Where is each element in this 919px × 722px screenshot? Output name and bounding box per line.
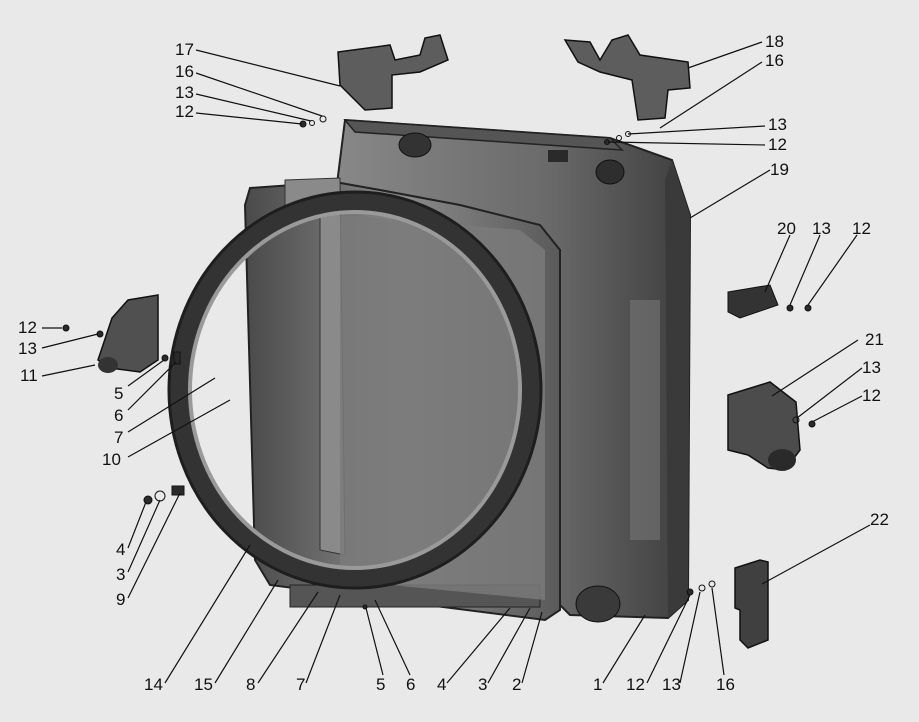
callout-6: 6 <box>114 406 123 425</box>
radiator-core <box>333 118 692 623</box>
callout-12: 12 <box>175 102 194 121</box>
callout-4: 4 <box>437 675 446 694</box>
fan-ring <box>167 190 543 590</box>
callout-13: 13 <box>175 83 194 102</box>
callout-13: 13 <box>662 675 681 694</box>
callout-13: 13 <box>812 219 831 238</box>
callout-10: 10 <box>102 450 121 469</box>
callout-3: 3 <box>116 565 125 584</box>
upper-tank-neck-right <box>595 159 625 185</box>
callout-12: 12 <box>626 675 645 694</box>
part-20 <box>727 284 779 319</box>
bracket-21 <box>727 381 801 471</box>
callout-18: 18 <box>765 32 784 51</box>
lower-outlet-pipe <box>575 585 621 623</box>
callout-13: 13 <box>18 339 37 358</box>
callout-16: 16 <box>765 51 784 70</box>
callout-20: 20 <box>777 219 796 238</box>
callout-12: 12 <box>18 318 37 337</box>
bracket-18 <box>563 34 691 121</box>
upper-tank-neck-left <box>398 132 432 158</box>
callout-17: 17 <box>175 40 194 59</box>
callout-labels: 17 16 13 12 18 16 13 12 19 20 13 12 12 1… <box>18 32 889 694</box>
callout-8: 8 <box>246 675 255 694</box>
callout-9: 9 <box>116 590 125 609</box>
callout-5: 5 <box>114 384 123 403</box>
callout-12: 12 <box>768 135 787 154</box>
callout-13: 13 <box>862 358 881 377</box>
callout-1: 1 <box>593 675 602 694</box>
callout-12: 12 <box>862 386 881 405</box>
callout-3: 3 <box>478 675 487 694</box>
callout-21: 21 <box>865 330 884 349</box>
callout-13: 13 <box>768 115 787 134</box>
callout-19: 19 <box>770 160 789 179</box>
callout-7: 7 <box>296 675 305 694</box>
callout-22: 22 <box>870 510 889 529</box>
callout-2: 2 <box>512 675 521 694</box>
bracket-17 <box>337 34 449 111</box>
callout-6: 6 <box>406 675 415 694</box>
callout-12: 12 <box>852 219 871 238</box>
callout-7: 7 <box>114 428 123 447</box>
callout-16: 16 <box>175 62 194 81</box>
callout-16: 16 <box>716 675 735 694</box>
bracket-11 <box>97 294 159 373</box>
callout-14: 14 <box>144 675 163 694</box>
callout-11: 11 <box>20 366 38 385</box>
bracket-22 <box>734 559 769 649</box>
callout-15: 15 <box>194 675 213 694</box>
upper-fitting <box>548 150 568 162</box>
leader-lines <box>41 41 871 684</box>
callout-5: 5 <box>376 675 385 694</box>
callout-4: 4 <box>116 540 125 559</box>
